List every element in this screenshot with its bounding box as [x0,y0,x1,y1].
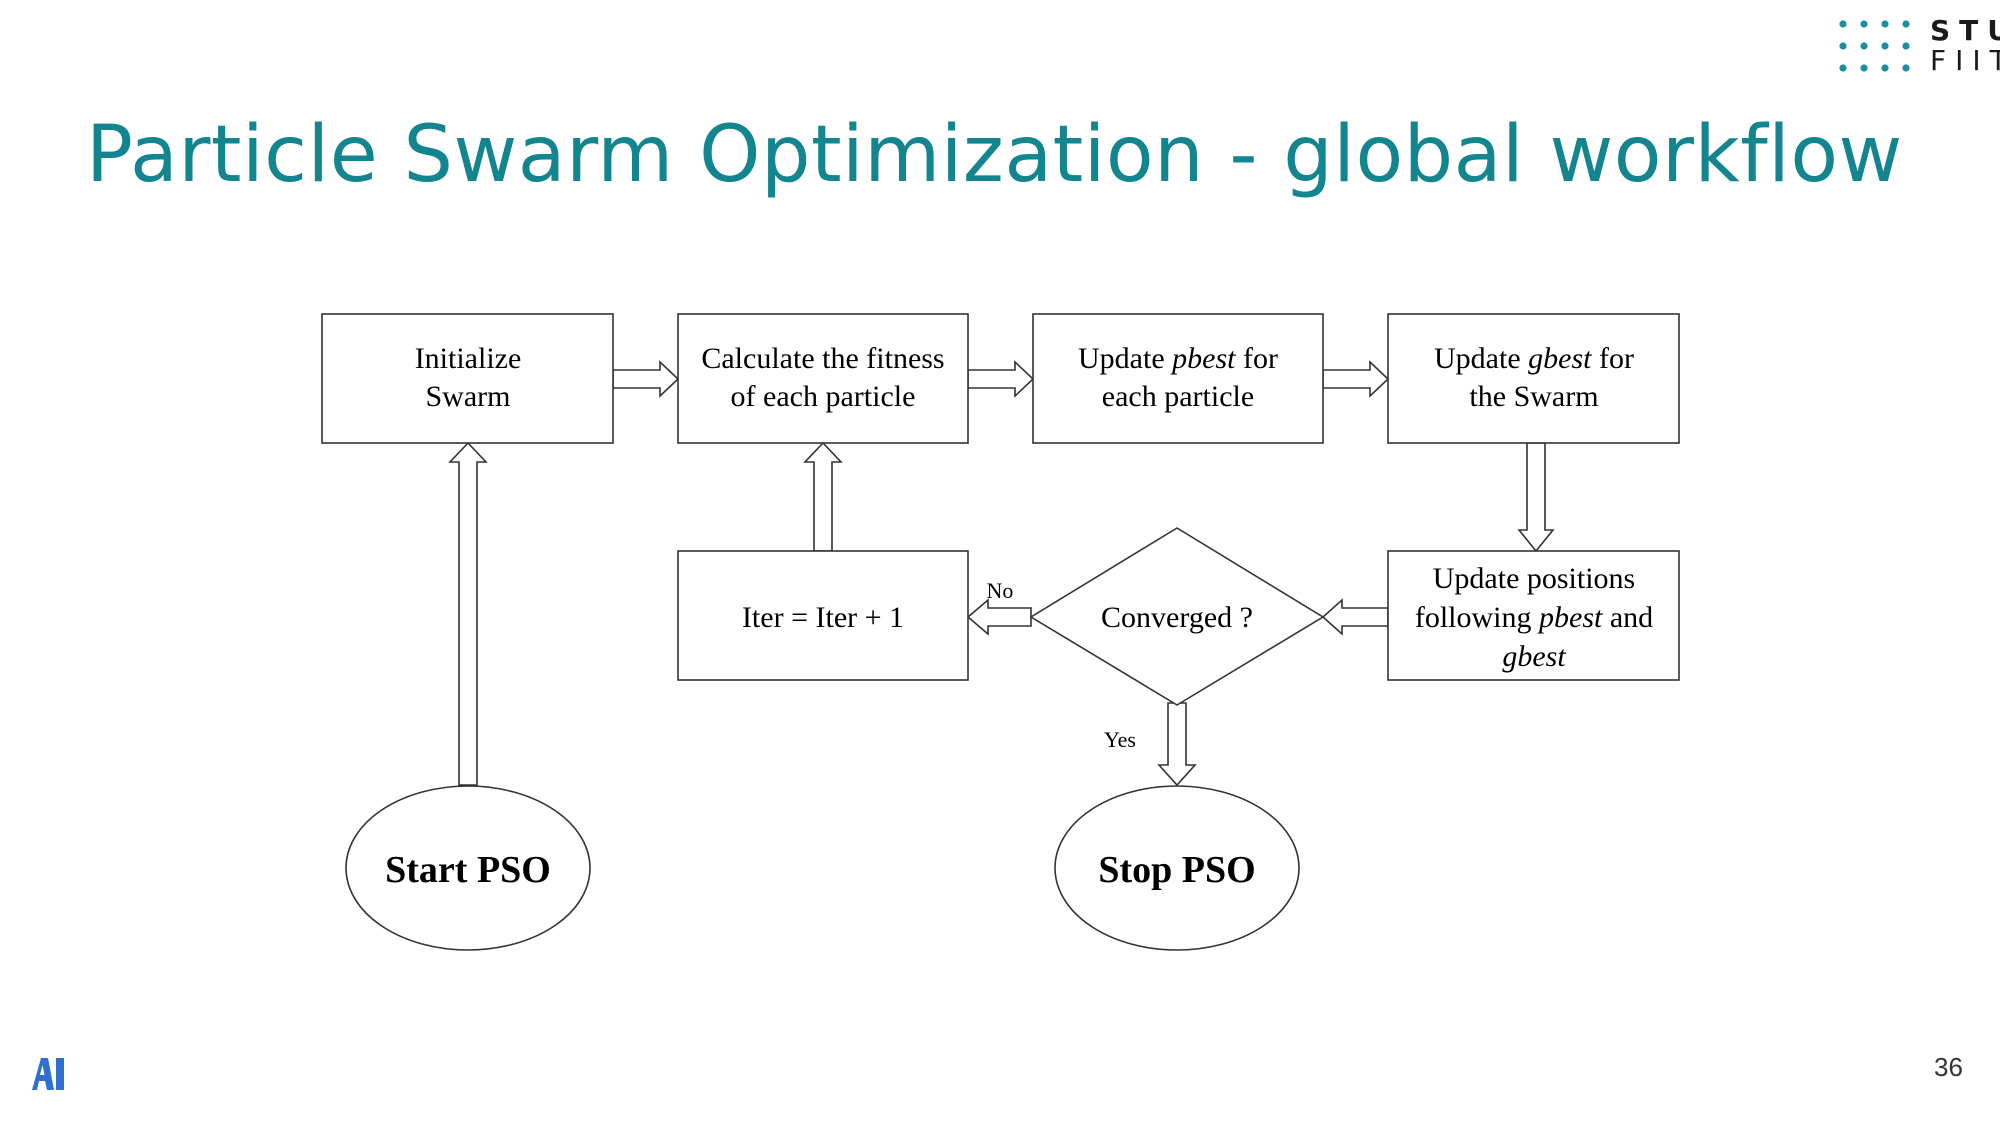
converged-label: Converged ? [1101,601,1253,634]
initialize-line-2: Swarm [426,380,511,413]
stop-label: Stop PSO [1098,849,1255,891]
fitness-line-1: Calculate the fitness [701,342,944,375]
page-number: 36 [1934,1052,1963,1082]
update-gbest-box [1387,313,1680,444]
stu-fiit-logo: STU FIIT [1930,16,2000,76]
arrow-init-to-fitness [612,360,680,398]
arrow-converged-to-stop [1157,702,1197,787]
ai-logo: AI [32,1058,64,1090]
slide-title: Particle Swarm Optimization - global wor… [86,110,1903,200]
arrow-iter-to-fitness [803,441,843,552]
arrow-converged-to-iter [966,598,1032,636]
arrow-fitness-to-pbest [967,360,1035,398]
iter-label: Iter = Iter + 1 [742,601,904,634]
fitness-line-2: of each particle [731,380,916,413]
arrow-positions-to-converged [1321,598,1389,636]
positions-line-1: Update positions [1433,562,1636,595]
arrow-pbest-to-gbest [1322,360,1390,398]
yes-label: Yes [1104,727,1136,752]
update-pbest-box [1032,313,1324,444]
start-pso-terminal [345,785,591,951]
pbest-line-1: Update pbest for [1078,342,1278,375]
initialize-swarm-box [321,313,614,444]
arrow-start-to-init [448,441,488,786]
positions-line-3: gbest [1502,640,1566,673]
gbest-line-1: Update gbest for [1434,342,1634,375]
start-label: Start PSO [385,849,551,891]
logo-line-2: FIIT [1930,44,2000,77]
no-label: No [987,578,1014,603]
logo-line-1: STU [1930,14,2000,47]
calculate-fitness-box [677,313,969,444]
pbest-line-2: each particle [1102,380,1254,413]
stu-fiit-dots-icon [1839,20,1910,72]
stop-pso-terminal [1054,785,1300,951]
update-positions-box [1387,550,1680,681]
initialize-line-1: Initialize [415,342,522,375]
arrow-gbest-to-positions [1517,442,1555,553]
iter-increment-box [677,550,969,681]
positions-line-2: following pbest and [1415,601,1653,634]
gbest-line-2: the Swarm [1469,380,1598,413]
converged-decision [1029,527,1325,706]
